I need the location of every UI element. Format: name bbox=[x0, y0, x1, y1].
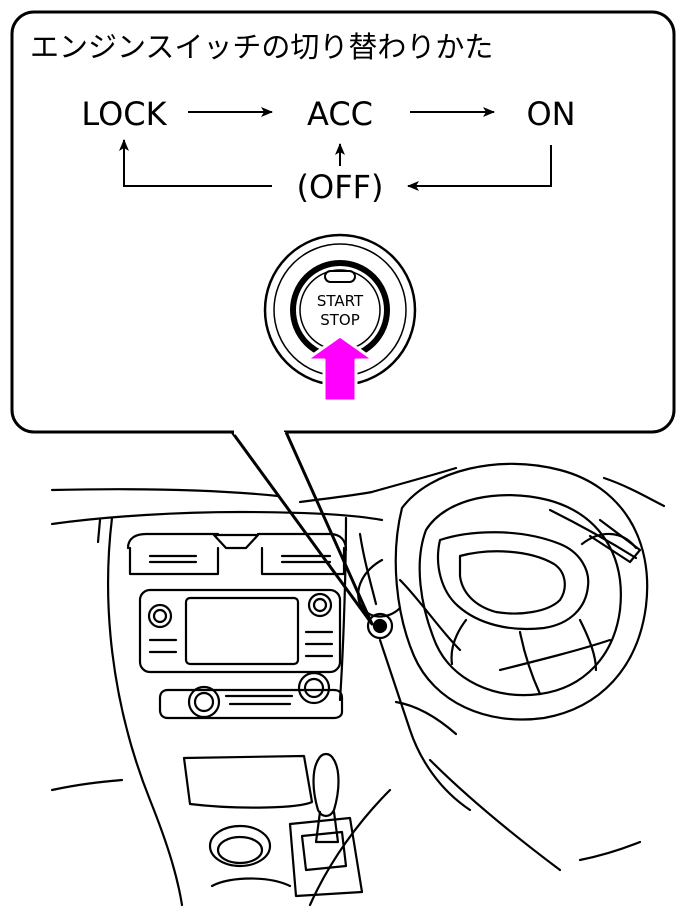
state-lock-label: LOCK bbox=[81, 95, 167, 133]
center-console bbox=[50, 516, 392, 907]
storage-pocket bbox=[182, 754, 314, 809]
steering-column bbox=[358, 532, 642, 872]
gear-shifter bbox=[288, 752, 364, 898]
button-label-start: START bbox=[317, 292, 364, 310]
up-arrow-icon bbox=[304, 334, 376, 403]
state-off-label: (OFF) bbox=[297, 168, 384, 206]
power-button-icon bbox=[324, 270, 356, 283]
car-interior-illustration bbox=[50, 462, 666, 907]
diagram-title: エンジンスイッチの切り替わりかた bbox=[30, 30, 493, 64]
audio-unit bbox=[138, 588, 342, 674]
ignition-switch bbox=[366, 612, 394, 640]
hazard-button bbox=[212, 533, 260, 550]
callout-bubble bbox=[10, 10, 676, 626]
state-acc-label: ACC bbox=[307, 95, 373, 133]
arrow-off-to-lock bbox=[119, 139, 272, 187]
air-vents bbox=[126, 532, 348, 576]
arrow-on-to-off bbox=[407, 145, 552, 191]
dashboard-outline bbox=[50, 466, 666, 564]
center-display bbox=[184, 596, 300, 666]
transition-arrows bbox=[119, 107, 552, 191]
button-label-stop: STOP bbox=[320, 311, 360, 329]
steering-wheel bbox=[357, 462, 649, 721]
cup-holders bbox=[208, 824, 292, 888]
climate-control bbox=[158, 671, 344, 720]
state-on-label: ON bbox=[526, 95, 575, 133]
